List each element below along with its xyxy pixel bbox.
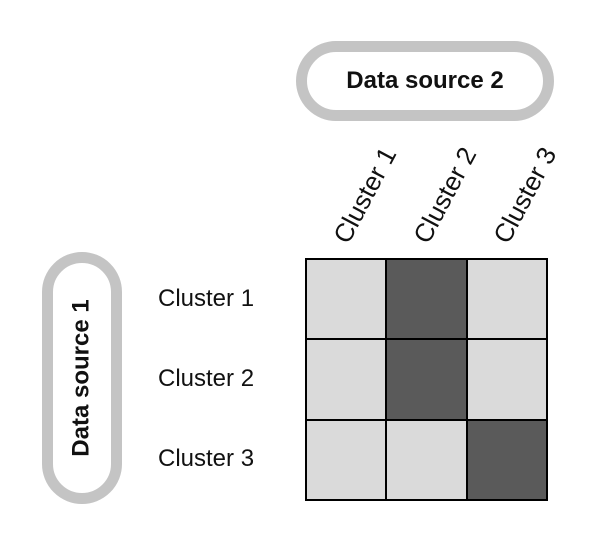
data-source-1-pill: Data source 1 [42,252,122,504]
matrix-cell-r2-c3 [467,340,546,419]
matrix-cell-r3-c2 [387,420,466,499]
row-label-cluster-2: Cluster 2 [158,365,255,392]
matrix-cell-r1-c3 [467,260,546,339]
data-source-2-pill: Data source 2 [296,41,554,121]
data-source-1-label: Data source 1 [68,299,95,457]
cluster-matrix [305,258,548,501]
row-label-cluster-3: Cluster 3 [158,445,255,472]
matrix-cell-r2-c1 [307,340,386,419]
matrix-cell-r3-c3 [467,420,546,499]
matrix-cell-r2-c2 [387,340,466,419]
matrix-cell-r1-c1 [307,260,386,339]
matrix-cell-r1-c2 [387,260,466,339]
column-label-cluster-2: Cluster 2 [407,142,483,249]
data-source-2-label: Data source 2 [346,67,504,94]
matrix-cell-r3-c1 [307,420,386,499]
column-label-cluster-1: Cluster 1 [327,142,403,249]
column-label-cluster-3: Cluster 3 [487,142,563,249]
row-label-cluster-1: Cluster 1 [158,285,255,312]
